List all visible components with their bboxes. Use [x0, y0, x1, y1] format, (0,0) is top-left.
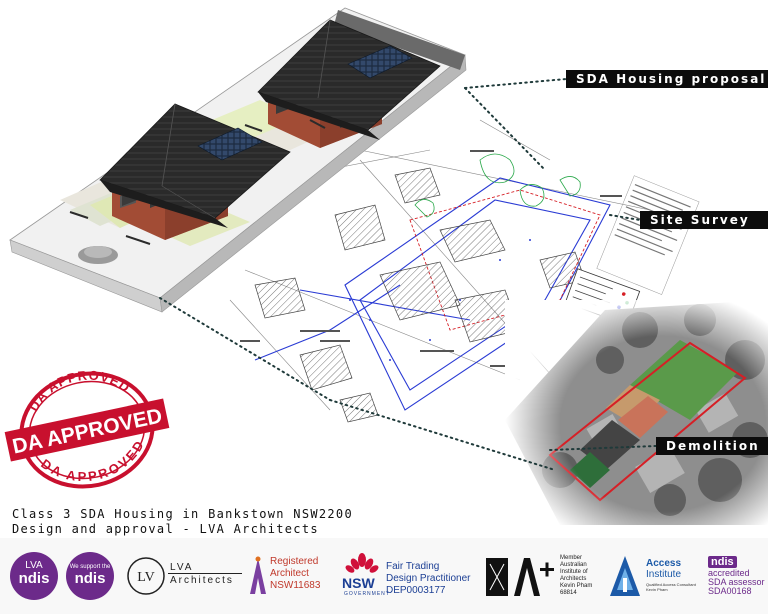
registered-line1: Registered: [270, 556, 319, 567]
credentials-logo-strip: LVA ndis We support the ndis LV LVA Arch…: [0, 538, 768, 614]
accredited-ndis-pill: ndis: [708, 556, 737, 568]
aia-line6: 68814: [560, 590, 577, 596]
caption-line-1: Class 3 SDA Housing in Bankstown NSW2200: [12, 507, 353, 521]
aia-line2: Australian: [560, 562, 587, 568]
aia-mark-icon: [486, 558, 554, 596]
sda-housing-proposal-label: SDA Housing proposal: [566, 70, 768, 88]
accredited-line3: SDA00168: [708, 586, 752, 596]
accredited-line2: SDA assessor: [708, 577, 765, 587]
access-line1: Access: [646, 558, 682, 569]
nsw-government: GOVERNMENT: [344, 591, 390, 597]
architect-a-icon: [250, 556, 266, 594]
aia-line4: Architects: [560, 576, 587, 582]
nsw-line1: Fair Trading: [386, 561, 440, 572]
access-institute-logo: Access Institute Qualified Access Consul…: [606, 552, 706, 602]
caption-line-2: Design and approval - LVA Architects: [12, 522, 319, 536]
house-front: [99, 103, 291, 240]
registered-line3: NSW11683: [270, 580, 321, 591]
registered-architect-logo: Registered Architect NSW11683: [248, 552, 340, 602]
access-line3: Qualified Access Consultant: [646, 582, 696, 587]
we-support-text: We support the: [69, 564, 111, 570]
site-survey-label: Site Survey: [640, 211, 768, 229]
aia-line1: Member: [560, 555, 583, 561]
nsw-word: NSW: [342, 575, 375, 591]
lva-architects-logo: LV LVA Architects: [126, 554, 248, 598]
we-support-ndis-text: ndis: [74, 570, 106, 587]
access-line4: Kevin Pham: [646, 587, 668, 592]
we-support-ndis-logo: We support the ndis: [66, 552, 114, 600]
accredited-line1: accredited: [708, 568, 750, 578]
project-caption: Class 3 SDA Housing in Bankstown NSW2200…: [12, 507, 353, 537]
nsw-fair-trading-logo: NSW GOVERNMENT Fair Trading Design Pract…: [342, 552, 474, 602]
lva-ndis-bottom: ndis: [18, 570, 50, 587]
da-approved-stamp: DA APPROVED DA APPROVED DA APPROVED: [4, 368, 170, 492]
lva-name-line1: LVA: [170, 562, 194, 573]
lva-mark-icon: LV: [127, 557, 165, 595]
svg-text:LV: LV: [137, 570, 154, 585]
nsw-line2: Design Practitioner: [386, 573, 471, 584]
nsw-line3: DEP0003177: [386, 585, 446, 596]
aia-line5: Kevin Pham: [560, 583, 593, 589]
demolition-label: Demolition: [656, 437, 768, 455]
sda-housing-3d-model: [9, 7, 467, 313]
access-line2: Institute: [646, 569, 682, 580]
access-triangle-icon: [610, 556, 640, 596]
leader-lines: [159, 78, 657, 471]
lva-ndis-logo: LVA ndis: [10, 552, 58, 600]
ndis-accredited-assessor-logo: ndis accredited SDA assessor SDA00168: [708, 552, 766, 602]
lva-ndis-top: LVA: [25, 560, 43, 571]
lva-name-line2: Architects: [170, 575, 234, 586]
aerial-photo: [505, 300, 768, 525]
house-back: [257, 19, 441, 148]
aia-line3: Institute of: [560, 569, 588, 575]
aia-member-logo: Member Australian Institute of Architect…: [484, 552, 602, 602]
registered-line2: Architect: [270, 568, 309, 579]
waratah-icon: [345, 553, 379, 573]
site-survey-plan: [229, 119, 700, 431]
